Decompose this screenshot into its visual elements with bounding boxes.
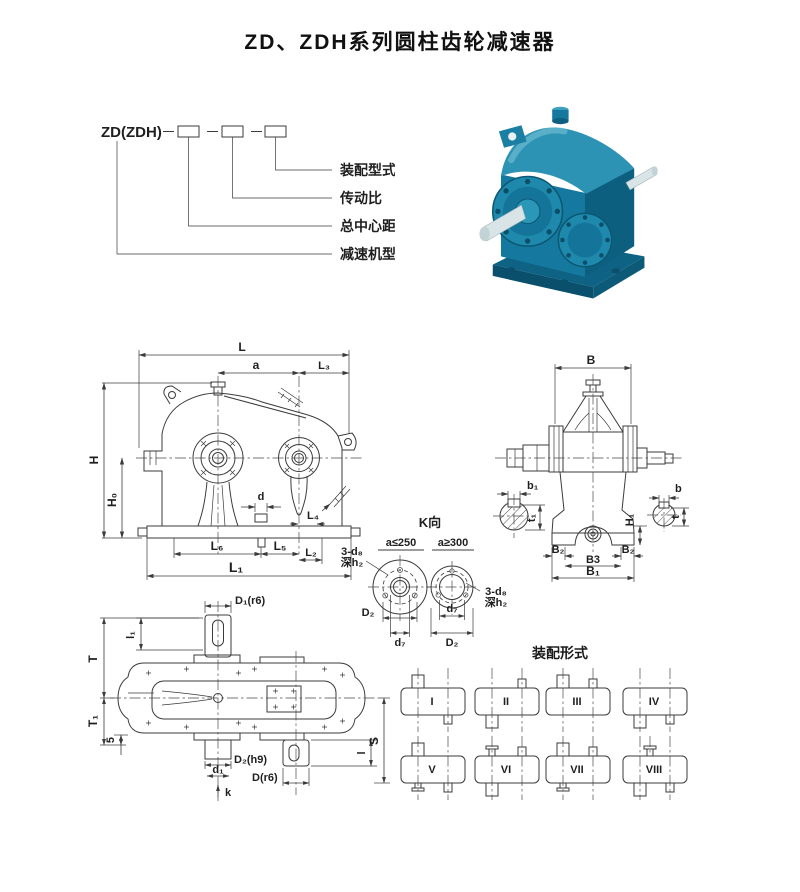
model-code-boxes: [163, 125, 287, 138]
label-model-no: 减速机型号: [340, 246, 395, 262]
k-left-condition: a≤250: [386, 537, 417, 549]
product-photo: [479, 106, 658, 299]
assembly-form-label: II: [503, 696, 509, 708]
top-body-outline: [110, 601, 378, 801]
dim-H: H: [87, 456, 101, 465]
assembly-form-label: IV: [649, 696, 660, 708]
assembly-form-8: VIII: [622, 736, 688, 800]
side-housing-outline: [495, 374, 683, 552]
k-right-condition: a≥300: [438, 537, 469, 549]
model-prefix: ZD(ZDH): [101, 124, 162, 141]
dim-l1: l₁: [125, 631, 137, 639]
dim-T1: T₁: [86, 715, 100, 727]
label-center-distance: 总中心距: [340, 218, 395, 234]
k-left-depth: 深h₂: [341, 555, 364, 569]
model-code-diagram: ZD(ZDH) 装配型式 传动比 总中心距 减速机型号: [101, 124, 395, 262]
top-dimensions: D₁(r6) l₁ T T₁ 5 D₂(h9) d₁ k D(r6): [86, 595, 390, 799]
top-input-shaft: [204, 614, 232, 658]
dim-L6: L₆: [211, 539, 224, 553]
front-gear-circles: [136, 376, 362, 554]
dim-L5: L₅: [274, 539, 287, 553]
assembly-form-3: III: [545, 668, 611, 732]
label-ratio: 传动比: [339, 190, 382, 206]
dim-t: t: [670, 515, 682, 519]
assembly-form-label: I: [430, 696, 433, 708]
dim-L2: L₂: [305, 547, 317, 559]
shaft-section-left: b₁ t₁: [493, 480, 545, 538]
assembly-form-2: II: [474, 668, 540, 732]
page-title: ZD、ZDH系列圆柱齿轮减速器: [244, 31, 556, 54]
shaft-section-right: b t: [647, 483, 689, 532]
dim-Dr6: D(r6): [252, 772, 278, 784]
assembly-form-5: V: [400, 736, 466, 800]
k-direction-view: K向 a≤250 3-d₈ 深h₂ D₂ d₇ a≥300: [341, 515, 508, 649]
dim-T: T: [86, 655, 100, 663]
dim-L1: L₁: [229, 559, 244, 575]
dim-D2h9: D₂(h9): [234, 754, 267, 766]
dim-L4: L₄: [307, 510, 319, 522]
dim-d1: d₁: [212, 764, 224, 776]
k-right-d7: d₇: [446, 603, 457, 615]
dim-a: a: [253, 358, 260, 372]
k-view-title: K向: [419, 515, 441, 530]
assembly-forms-title: 装配形式: [532, 645, 588, 661]
dim-L: L: [238, 340, 245, 354]
assembly-form-4: IV: [622, 668, 688, 732]
front-housing-outline: [137, 381, 361, 548]
assembly-form-1: I: [400, 668, 466, 732]
dim-B2-right: B₂: [622, 544, 635, 556]
dim-5: 5: [105, 737, 117, 743]
top-view-drawing: D₁(r6) l₁ T T₁ 5 D₂(h9) d₁ k D(r6): [86, 595, 390, 801]
model-code-leader-lines: [116, 137, 332, 255]
dim-L3: L₃: [318, 360, 330, 372]
assembly-form-label: III: [572, 696, 581, 708]
side-dimensions: B H₁ B₂ B₂ B3 B₁: [543, 353, 647, 582]
assembly-form-6: VI: [474, 736, 540, 800]
dim-B3: B3: [586, 554, 600, 566]
front-view-drawing: L a L₃ H H₀ d L₄ L₆ L₅ L₂: [87, 340, 362, 580]
dim-d: d: [258, 491, 265, 503]
dim-b: b: [675, 483, 682, 495]
k-left-d7: d₇: [394, 637, 405, 649]
k-right-holes: 3-d₈: [485, 586, 507, 598]
k-left-D2: D₂: [362, 607, 375, 619]
assembly-form-label: VI: [501, 764, 511, 776]
dim-B2-left: B₂: [552, 544, 565, 556]
assembly-form-label: VII: [570, 764, 583, 776]
dim-k: k: [225, 787, 232, 799]
dim-B: B: [587, 353, 596, 367]
k-view-right: a≥300 3-d₈ 深h₂ d₇ D₂: [426, 537, 507, 649]
k-left-holes: 3-d₈: [341, 546, 363, 558]
dim-H1: H₁: [624, 513, 636, 526]
dim-S: S: [367, 737, 381, 745]
label-assembly-type: 装配型式: [339, 162, 395, 178]
dim-t1: t₁: [526, 513, 538, 522]
front-dimensions: L a L₃ H H₀ d L₄ L₆ L₅ L₂: [87, 340, 352, 580]
dim-D1: D₁(r6): [235, 595, 266, 607]
assembly-form-7: VII: [545, 736, 611, 800]
gear-reducer-illustration: [479, 106, 658, 299]
top-bottom-shafts: [204, 739, 310, 767]
k-right-D2: D₂: [446, 637, 459, 649]
bolt-plus-marks: [146, 666, 345, 730]
k-right-depth: 深h₂: [485, 595, 508, 609]
assembly-form-label: V: [428, 764, 436, 776]
dim-b1: b₁: [527, 480, 539, 492]
dim-l: l: [356, 751, 368, 754]
side-view-drawing: B H₁ B₂ B₂ B3 B₁ b₁: [493, 353, 689, 582]
dim-B1: B₁: [586, 564, 600, 578]
dim-H0: H₀: [105, 493, 119, 507]
assembly-form-label: VIII: [646, 764, 663, 776]
